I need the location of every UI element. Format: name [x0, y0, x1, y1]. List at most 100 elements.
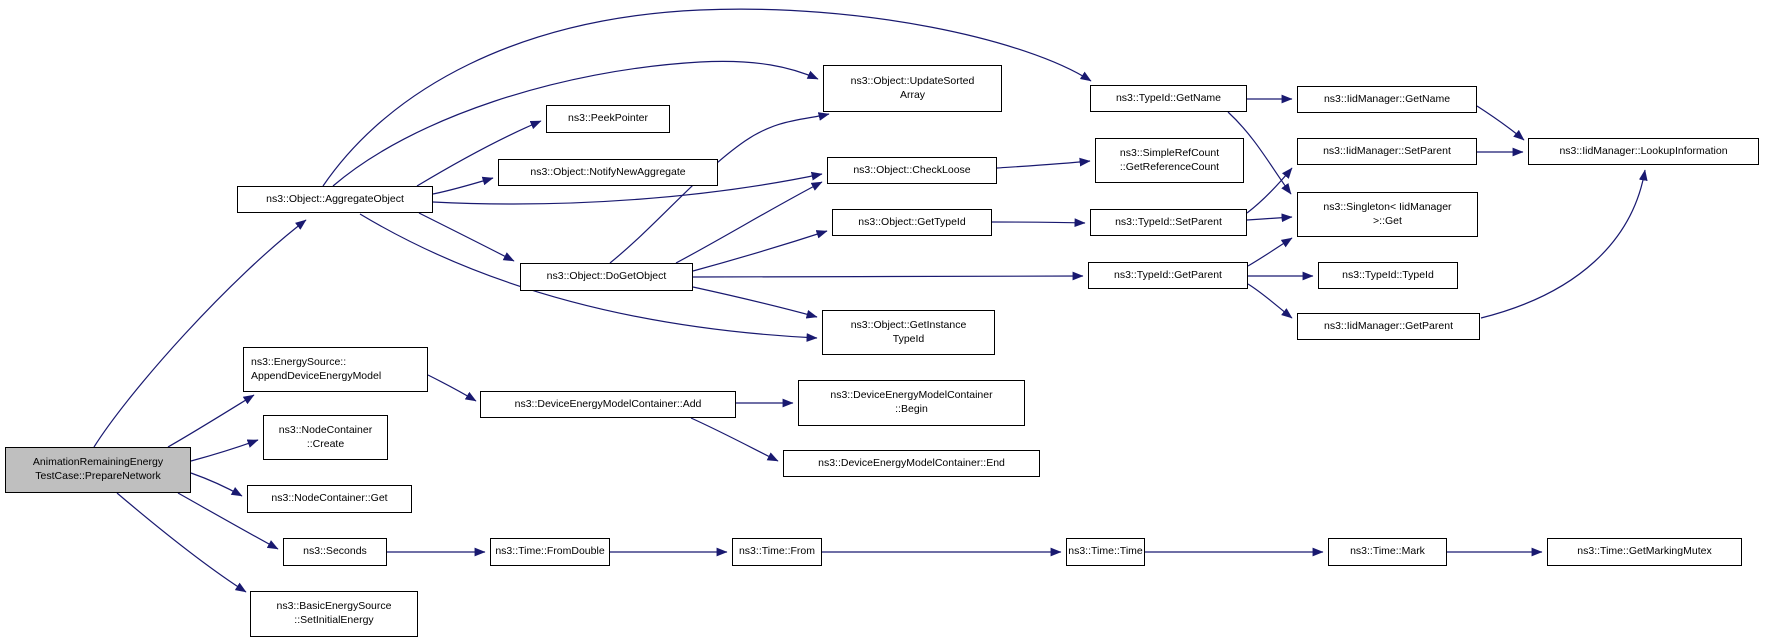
node-lookup-information[interactable]: ns3::IidManager::LookupInformation	[1528, 138, 1759, 165]
node-iidmanager-getname[interactable]: ns3::IidManager::GetName	[1297, 86, 1477, 113]
edge-aggregate-object--check-loose	[432, 171, 823, 205]
node-singleton-get[interactable]: ns3::Singleton< IidManager>::Get	[1297, 192, 1478, 237]
node-label-line: ns3::IidManager::LookupInformation	[1559, 144, 1728, 157]
edge-do-get-object--update-sorted-array	[609, 112, 830, 264]
edge-typeid-setparent--singleton-get	[1246, 213, 1293, 223]
edge-iidmanager-getparent--lookup-information	[1480, 169, 1648, 319]
node-typeid-getname[interactable]: ns3::TypeId::GetName	[1090, 85, 1247, 112]
edge-aggregate-object--typeid-getname	[322, 8, 1092, 187]
node-label-line: ns3::Object::AggregateObject	[266, 192, 404, 205]
node-time-fromdouble[interactable]: ns3::Time::FromDouble	[490, 538, 610, 566]
node-label-line: ns3::Object::UpdateSorted	[850, 74, 975, 87]
edge-prepare-network--node-container-create	[190, 439, 259, 462]
edge-prepare-network--append-device-energy-model	[167, 394, 255, 448]
node-label-line: TestCase::PrepareNetwork	[35, 470, 161, 482]
edge-prepare-network--node-container-get	[190, 472, 243, 497]
node-label-line: ns3::DeviceEnergyModelContainer	[830, 389, 993, 402]
node-label-line: ns3::Object::NotifyNewAggregate	[530, 165, 686, 178]
edge-do-get-object--get-typeid	[692, 230, 828, 272]
node-device-energy-model-container-end[interactable]: ns3::DeviceEnergyModelContainer::End	[783, 450, 1040, 477]
edge-aggregate-object--get-instance-typeid	[359, 213, 818, 342]
node-label-line: ns3::TypeId::SetParent	[1115, 215, 1222, 228]
node-iidmanager-setparent[interactable]: ns3::IidManager::SetParent	[1297, 138, 1477, 165]
edge-do-get-object--get-instance-typeid	[692, 286, 818, 319]
node-aggregate-object[interactable]: ns3::Object::AggregateObject	[237, 186, 433, 213]
edge-do-get-object--check-loose	[675, 181, 823, 264]
node-label-line: ns3::Object::GetTypeId	[858, 215, 966, 228]
edge-typeid-setparent--iidmanager-setparent	[1246, 167, 1293, 214]
node-label-line: ns3::NodeContainer	[278, 423, 373, 436]
edge-aggregate-object--peek-pointer	[416, 120, 542, 187]
node-time-getmarkingmutex[interactable]: ns3::Time::GetMarkingMutex	[1547, 538, 1742, 566]
node-label-line: ns3::TypeId::GetParent	[1114, 268, 1222, 281]
node-typeid-getparent[interactable]: ns3::TypeId::GetParent	[1088, 262, 1248, 289]
edge-check-loose--get-reference-count	[996, 157, 1091, 169]
node-node-container-get[interactable]: ns3::NodeContainer::Get	[247, 485, 412, 513]
node-get-reference-count[interactable]: ns3::SimpleRefCount::GetReferenceCount	[1095, 138, 1244, 183]
node-label-line: ns3::Object::CheckLoose	[853, 163, 971, 176]
node-time-from[interactable]: ns3::Time::From	[732, 538, 822, 566]
node-label-line: ns3::Singleton< IidManager	[1323, 200, 1452, 213]
edge-aggregate-object--update-sorted-array	[332, 60, 819, 187]
node-do-get-object[interactable]: ns3::Object::DoGetObject	[520, 263, 693, 291]
node-node-container-create[interactable]: ns3::NodeContainer::Create	[263, 415, 388, 460]
edge-prepare-network--set-initial-energy	[116, 492, 247, 593]
node-label-line: ns3::DeviceEnergyModelContainer::Add	[514, 397, 702, 410]
node-label-line: ns3::TypeId::TypeId	[1342, 268, 1434, 281]
node-label-line: TypeId	[892, 332, 925, 345]
node-label-line: ns3::Object::GetInstance	[850, 318, 967, 331]
node-seconds[interactable]: ns3::Seconds	[283, 538, 387, 566]
node-device-energy-model-container-add[interactable]: ns3::DeviceEnergyModelContainer::Add	[480, 391, 736, 418]
node-label-line: ::Begin	[895, 403, 928, 415]
edge-device-energy-model-container-add--device-energy-model-container-end	[690, 417, 779, 462]
node-device-energy-model-container-begin[interactable]: ns3::DeviceEnergyModelContainer::Begin	[798, 380, 1025, 426]
node-label-line: ns3::Seconds	[303, 545, 367, 558]
edge-aggregate-object--do-get-object	[418, 212, 515, 262]
node-label-line: ns3::Time::GetMarkingMutex	[1577, 545, 1712, 558]
node-iidmanager-getparent[interactable]: ns3::IidManager::GetParent	[1297, 313, 1480, 340]
node-label-line: ::SetInitialEnergy	[294, 614, 374, 626]
edge-aggregate-object--notify-new-aggregate	[432, 176, 494, 195]
node-label-line: ns3::Time::Time	[1068, 545, 1143, 558]
edge-typeid-getparent--singleton-get	[1247, 237, 1293, 267]
node-peek-pointer[interactable]: ns3::PeekPointer	[546, 105, 670, 133]
edge-typeid-getname--singleton-get	[1227, 111, 1292, 195]
node-label-line: ns3::Object::DoGetObject	[546, 270, 667, 283]
node-typeid-setparent[interactable]: ns3::TypeId::SetParent	[1090, 209, 1247, 236]
node-label-line: ns3::SimpleRefCount	[1119, 146, 1220, 159]
node-append-device-energy-model[interactable]: ns3::EnergySource::AppendDeviceEnergyMod…	[243, 347, 428, 392]
node-label-line: ns3::Time::From	[738, 545, 816, 558]
edge-append-device-energy-model--device-energy-model-container-add	[427, 374, 477, 402]
edge-iidmanager-getname--lookup-information	[1476, 105, 1525, 141]
edge-get-typeid--typeid-setparent	[991, 218, 1086, 228]
node-time-time[interactable]: ns3::Time::Time	[1066, 538, 1145, 566]
node-label-line: AppendDeviceEnergyModel	[251, 369, 382, 382]
edge-prepare-network--aggregate-object	[93, 219, 307, 448]
node-label-line: ns3::Time::FromDouble	[495, 545, 605, 558]
node-label-line: ns3::IidManager::GetParent	[1324, 319, 1453, 332]
node-time-mark[interactable]: ns3::Time::Mark	[1328, 538, 1447, 566]
node-label-line: ns3::PeekPointer	[568, 112, 648, 125]
node-label-line: ns3::DeviceEnergyModelContainer::End	[818, 456, 1005, 469]
edge-do-get-object--typeid-getparent	[692, 271, 1084, 281]
node-notify-new-aggregate[interactable]: ns3::Object::NotifyNewAggregate	[498, 159, 718, 186]
node-label-line: Array	[899, 88, 926, 101]
node-label-line: ns3::TypeId::GetName	[1115, 91, 1222, 104]
node-label-line: ::Create	[306, 437, 345, 450]
node-label-line: ns3::NodeContainer::Get	[271, 492, 388, 505]
node-label-line: ns3::EnergySource::	[251, 355, 347, 368]
node-typeid-typeid[interactable]: ns3::TypeId::TypeId	[1318, 262, 1458, 289]
edge-prepare-network--seconds	[177, 492, 279, 550]
node-label-line: ns3::IidManager::GetName	[1323, 92, 1451, 105]
node-label-line: ns3::IidManager::SetParent	[1323, 144, 1451, 157]
node-get-typeid[interactable]: ns3::Object::GetTypeId	[832, 209, 992, 236]
node-label-line: ns3::Time::Mark	[1350, 545, 1425, 558]
node-set-initial-energy[interactable]: ns3::BasicEnergySource::SetInitialEnergy	[250, 591, 418, 637]
edge-typeid-getparent--iidmanager-getparent	[1247, 283, 1293, 319]
node-check-loose[interactable]: ns3::Object::CheckLoose	[827, 157, 997, 184]
